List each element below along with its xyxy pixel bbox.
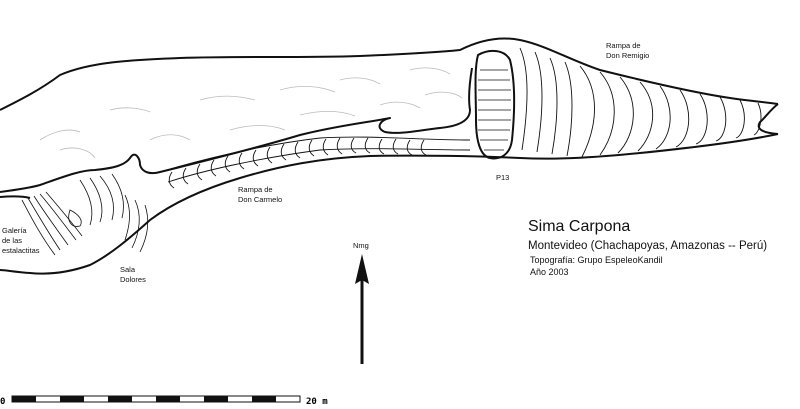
scale-start-label: 0 <box>0 397 5 407</box>
label-sala-1: Sala <box>120 265 136 274</box>
map-year: Año 2003 <box>530 267 569 277</box>
label-p13: P13 <box>496 173 509 182</box>
label-galeria-3: estalactitas <box>2 246 40 255</box>
label-galeria-2: de las <box>2 236 22 245</box>
label-rampa-remigio-1: Rampa de <box>606 41 641 50</box>
title-block: Sima Carpona Montevideo (Chachapoyas, Am… <box>528 218 767 277</box>
cave-outline <box>0 37 779 275</box>
feature-labels: Rampa de Don Remigio Rampa de Don Carmel… <box>2 41 649 284</box>
pit-p13-hatching <box>478 69 511 151</box>
map-credit: Topografía: Grupo EspeleoKandil <box>530 255 663 265</box>
label-rampa-remigio-2: Don Remigio <box>606 51 649 60</box>
label-rampa-carmelo-2: Don Carmelo <box>238 195 282 204</box>
chamber-shading <box>39 67 463 159</box>
north-arrow-icon <box>355 254 369 284</box>
label-sala-2: Dolores <box>120 275 146 284</box>
scale-bar: 0 20 m <box>0 395 328 407</box>
label-rampa-carmelo-1: Rampa de <box>238 185 273 194</box>
sala-dolores-hatching <box>21 173 149 256</box>
label-galeria-1: Galería <box>2 226 27 235</box>
north-arrow: Nmg <box>353 241 369 364</box>
rampa-don-carmelo-hatching <box>159 136 471 189</box>
scale-end-label: 20 m <box>306 397 328 407</box>
rampa-don-remigio-hatching <box>519 47 762 158</box>
map-title: Sima Carpona <box>528 218 630 235</box>
map-location: Montevideo (Chachapoyas, Amazonas -- Per… <box>528 240 767 252</box>
north-label: Nmg <box>353 241 369 250</box>
